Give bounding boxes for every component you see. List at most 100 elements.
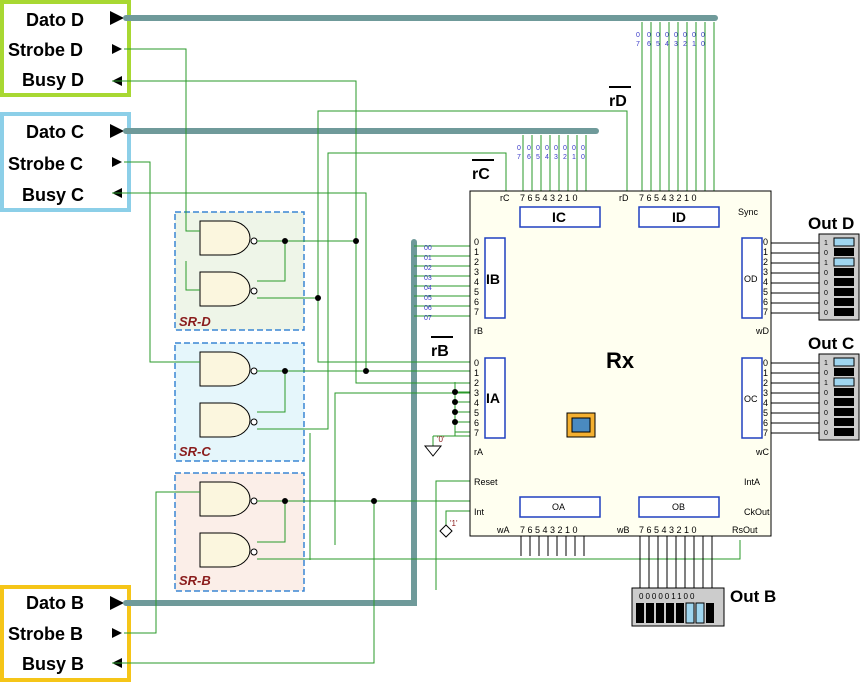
pin-rB: rB [474,326,483,336]
pin-rA: rA [474,447,483,457]
svg-text:6: 6 [474,297,479,307]
strobe-d-label: Strobe D [8,40,83,60]
svg-text:7: 7 [517,154,521,161]
dato-c-arrow-icon [110,124,124,138]
pin-wC: wC [755,447,769,457]
svg-text:1: 1 [763,368,768,378]
svg-text:3: 3 [554,154,558,161]
svg-text:0: 0 [563,145,567,152]
svg-text:1: 1 [763,247,768,257]
svg-text:00: 00 [424,245,432,252]
svg-text:0: 0 [474,237,479,247]
svg-text:4: 4 [763,277,768,287]
sr-b-label: SR-B [179,573,211,588]
bus-d-bit-labels: 07 06 05 04 03 02 01 00 [636,32,705,48]
pin-wA: wA [496,525,510,535]
block-oc-label: OC [744,394,758,404]
pin-int: Int [474,507,485,517]
chip-title: Rx [606,348,635,373]
block-id-label: ID [672,209,686,225]
busy-c-label: Busy C [22,185,84,205]
ia-pins: 012 345 67 [474,358,479,438]
sr-c: SR-C [174,342,305,462]
pin-reset: Reset [474,477,498,487]
out-d-bits [833,237,855,316]
svg-text:0: 0 [581,145,585,152]
svg-text:0: 0 [581,154,585,161]
svg-text:1: 1 [824,360,828,367]
svg-text:4: 4 [474,398,479,408]
sr-c-label: SR-C [179,444,211,459]
dato-d-arrow-icon [110,11,124,25]
pin-rsout: RsOut [732,525,758,535]
block-ob [638,496,720,518]
block-oa [519,496,601,518]
out-b: 000001100 Out B [631,587,776,627]
svg-text:0: 0 [824,400,828,407]
block-ob-label: OB [672,502,685,512]
od-pins: 012 345 67 [763,237,768,317]
svg-text:5: 5 [474,287,479,297]
sr-c-nand-top [199,351,251,387]
port-arrows [110,11,124,668]
block-od [741,237,763,319]
ob-bits: 7 6 5 4 3 2 1 0 [639,525,697,535]
out-b-bits [636,602,714,624]
out-c-bit-labels: 1 0 1 0 0 0 0 0 [824,360,828,437]
svg-text:5: 5 [536,154,540,161]
pin-wD: wD [755,326,769,336]
svg-text:1: 1 [692,41,696,48]
id-bits: 7 6 5 4 3 2 1 0 [639,193,697,203]
svg-text:4: 4 [665,41,669,48]
signal-labels: rD rC rB [431,86,631,360]
block-ic [519,206,601,228]
svg-text:5: 5 [763,408,768,418]
svg-text:2: 2 [474,257,479,267]
svg-text:0: 0 [824,300,828,307]
out-b-title: Out B [730,587,776,606]
svg-text:02: 02 [424,265,432,272]
svg-text:6: 6 [474,418,479,428]
svg-text:1: 1 [824,260,828,267]
dato-b-label: Dato B [26,593,84,613]
out-b-bits-label: 000001100 [639,592,696,601]
dato-b-arrow-icon [110,596,124,610]
svg-text:0: 0 [474,358,479,368]
control-wires [112,48,741,664]
sr-d: SR-D [174,211,305,331]
svg-text:0: 0 [545,145,549,152]
svg-text:0: 0 [536,145,540,152]
svg-text:6: 6 [763,297,768,307]
strobe-b-label: Strobe B [8,624,83,644]
svg-text:0: 0 [824,290,828,297]
out-d-bit-labels: 1 0 1 0 0 0 0 0 [824,240,828,317]
svg-text:3: 3 [763,267,768,277]
strobe-c-label: Strobe C [8,154,83,174]
svg-text:05: 05 [424,295,432,302]
out-c-bits [833,357,855,436]
svg-text:04: 04 [424,285,432,292]
svg-text:0: 0 [824,420,828,427]
svg-text:01: 01 [424,255,432,262]
svg-text:4: 4 [545,154,549,161]
sr-b-nand-top [199,481,251,517]
block-od-label: OD [744,274,758,284]
svg-text:0: 0 [763,358,768,368]
output-b-wires [520,536,713,588]
svg-text:1: 1 [824,240,828,247]
output-d-wires [771,242,822,314]
svg-text:0: 0 [824,410,828,417]
pin-ckout: CkOut [744,507,770,517]
svg-text:1: 1 [474,247,479,257]
strobe-c-arrow-icon [112,157,122,167]
bus-d-taps [641,22,715,191]
pin-wB: wB [616,525,630,535]
sr-c-nand-bottom [199,402,251,438]
bus-b-taps [414,245,470,317]
strobe-d-arrow-icon [112,44,122,54]
ib-pins: 012 345 67 [474,237,479,317]
sr-b-nand-bottom [199,532,251,568]
port-b: Dato B Strobe B Busy B [0,585,131,682]
svg-text:7: 7 [474,428,479,438]
